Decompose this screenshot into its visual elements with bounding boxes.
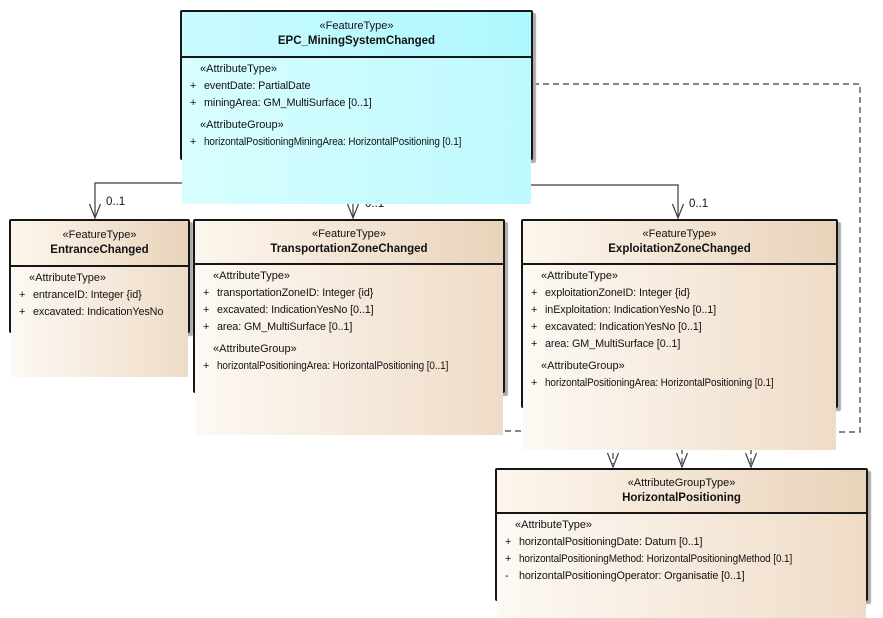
attribute-row: +horizontalPositioningMethod: Horizontal… — [505, 553, 793, 565]
attribute-row: +area: GM_MultiSurface [0..1] — [531, 338, 681, 350]
stereotype-label: «AttributeType» — [541, 270, 619, 282]
attribute-row: +transportationZoneID: Integer {id} — [203, 287, 374, 299]
stereotype-label: «AttributeType» — [213, 270, 291, 282]
class-stereotype: «AttributeGroupType» — [627, 477, 736, 489]
open-arrowhead-icon — [671, 203, 685, 220]
attribute-row: +horizontalPositioningArea: HorizontalPo… — [531, 377, 774, 389]
class-epc-mining-system-changed[interactable]: «FeatureType» EPC_MiningSystemChanged «A… — [180, 10, 533, 204]
stereotype-label: «AttributeType» — [515, 519, 593, 531]
attribute-row: -horizontalPositioningOperator: Organisa… — [505, 570, 745, 582]
class-name: ExploitationZoneChanged — [608, 243, 751, 255]
class-stereotype: «FeatureType» — [62, 229, 137, 241]
connector-exploitationzone-to-horizontalpositioning[interactable] — [675, 408, 689, 469]
attribute-row: +area: GM_MultiSurface [0..1] — [203, 321, 353, 333]
attribute-row: +horizontalPositioningArea: HorizontalPo… — [203, 360, 449, 372]
attribute-row: +entranceID: Integer {id} — [19, 289, 142, 301]
class-entrance-changed[interactable]: «FeatureType» EntranceChanged «Attribute… — [9, 219, 190, 377]
attribute-row: +excavated: IndicationYesNo [0..1] — [203, 304, 374, 316]
class-name: EPC_MiningSystemChanged — [277, 35, 436, 47]
attribute-row: +excavated: IndicationYesNo — [19, 306, 164, 318]
multiplicity-label: 0..1 — [106, 196, 125, 208]
class-name: HorizontalPositioning — [622, 492, 741, 504]
stereotype-label: «AttributeGroup» — [200, 119, 284, 131]
class-name: EntranceChanged — [50, 244, 149, 256]
class-stereotype: «FeatureType» — [319, 20, 394, 32]
class-transportation-zone-changed[interactable]: «FeatureType» TransportationZoneChanged … — [193, 219, 505, 435]
stereotype-label: «AttributeType» — [29, 272, 107, 284]
attribute-row: +exploitationZoneID: Integer {id} — [531, 287, 691, 299]
class-name: TransportationZoneChanged — [270, 243, 428, 255]
attribute-row: +miningArea: GM_MultiSurface [0..1] — [190, 97, 372, 109]
attribute-row: +excavated: IndicationYesNo [0..1] — [531, 321, 702, 333]
class-horizontal-positioning[interactable]: «AttributeGroupType» HorizontalPositioni… — [495, 468, 868, 618]
open-arrowhead-icon — [675, 452, 689, 469]
open-arrowhead-icon — [744, 452, 758, 469]
attribute-row: +horizontalPositioningMiningArea: Horizo… — [190, 136, 462, 148]
open-arrowhead-icon — [346, 203, 360, 220]
open-arrowhead-icon — [88, 203, 102, 220]
attribute-row: +horizontalPositioningDate: Datum [0..1] — [505, 536, 703, 548]
multiplicity-label: 0..1 — [689, 198, 708, 210]
stereotype-label: «AttributeType» — [200, 63, 278, 75]
open-arrowhead-icon — [606, 452, 620, 469]
class-stereotype: «FeatureType» — [642, 228, 717, 240]
stereotype-label: «AttributeGroup» — [213, 343, 297, 355]
class-exploitation-zone-changed[interactable]: «FeatureType» ExploitationZoneChanged «A… — [521, 219, 838, 450]
attribute-row: +inExploitation: IndicationYesNo [0..1] — [531, 304, 717, 316]
attribute-row: +eventDate: PartialDate — [190, 80, 311, 92]
class-stereotype: «FeatureType» — [312, 228, 386, 240]
stereotype-label: «AttributeGroup» — [541, 360, 625, 372]
